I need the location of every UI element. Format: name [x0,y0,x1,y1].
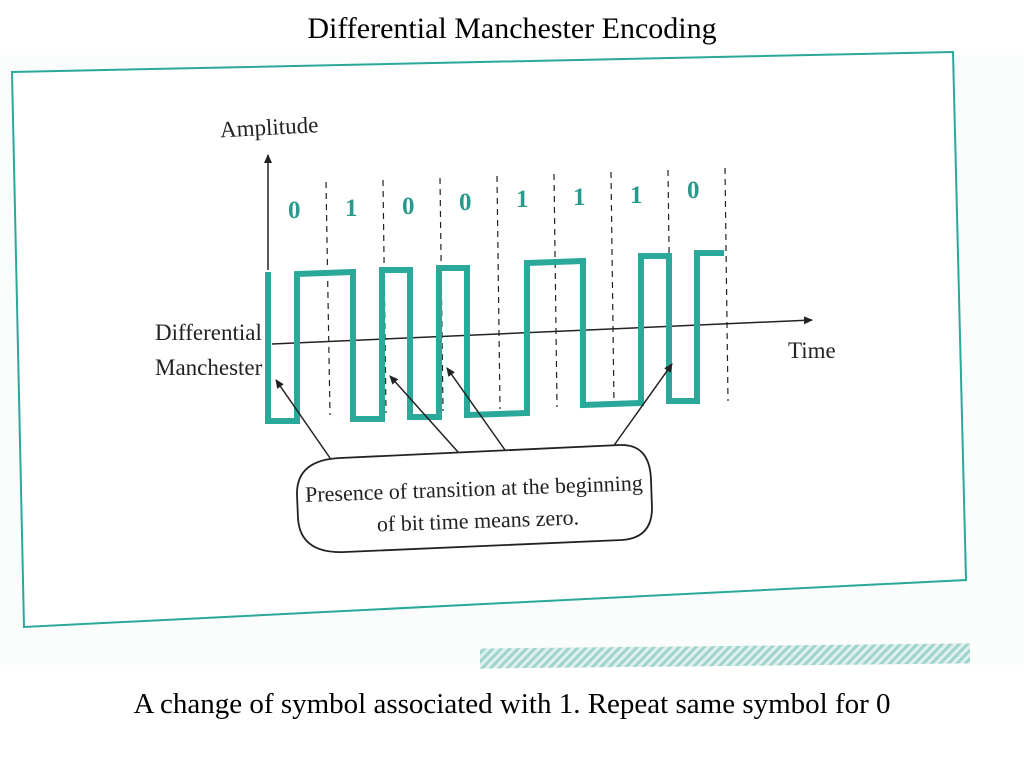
encoding-figure: Amplitude Time Differential Manchester 0… [10,50,971,669]
bit-boundary [667,169,672,404]
slide-caption: A change of symbol associated with 1. Re… [133,688,891,720]
bit-label: 0 [402,193,415,220]
callout-arrow [446,367,506,451]
bit-label: 1 [630,182,643,209]
bit-boundary [382,179,387,414]
bit-boundary [325,181,331,416]
bit-label: 1 [345,195,358,222]
bit-boundaries [325,167,729,416]
slide-title: Differential Manchester Encoding [307,12,717,45]
bit-boundary [610,171,615,406]
signal-label-line1: Differential [155,320,262,345]
time-label: Time [788,338,836,363]
bit-label: 1 [516,186,529,213]
amplitude-label: Amplitude [219,112,319,142]
callout-bubble [296,444,653,553]
figure-frame [10,50,968,629]
signal-waveform [265,250,724,424]
bit-boundary [439,177,444,412]
bit-label: 0 [288,197,301,224]
time-axis [271,316,813,345]
bit-boundary [724,167,729,402]
callout-arrow [604,363,673,459]
stripe-band [479,643,971,669]
callout-arrow [389,375,459,453]
bit-boundary [496,175,501,410]
signal-label-line2: Manchester [155,355,263,380]
callout-arrows [275,363,673,459]
bit-label: 0 [459,189,472,216]
bit-boundary [553,173,558,408]
bit-labels: 0 1 0 0 1 1 1 0 [288,177,700,224]
callout-arrow [275,379,331,459]
bit-label: 0 [687,177,700,204]
bit-label: 1 [573,184,586,211]
